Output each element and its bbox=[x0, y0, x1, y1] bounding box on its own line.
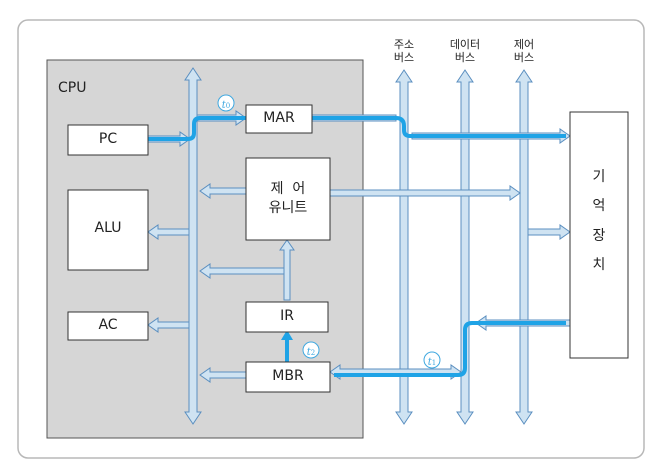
path-t1 bbox=[334, 321, 566, 377]
ir-to-cu-arrow bbox=[279, 239, 295, 301]
t0-text: t0 bbox=[221, 100, 231, 111]
alu-box bbox=[67, 189, 149, 271]
ir-to-bus-arrow bbox=[199, 263, 287, 279]
ac-label: AC bbox=[98, 317, 118, 333]
cu-to-control-bus-arrow bbox=[329, 185, 521, 201]
control-bus-to-memory-arrow bbox=[527, 224, 571, 240]
ac-box bbox=[67, 311, 149, 341]
mar-box bbox=[245, 104, 313, 134]
t1-marker bbox=[423, 351, 441, 369]
address-bus-label: 주소 버스 bbox=[393, 38, 415, 65]
data-bus-line bbox=[456, 69, 474, 425]
alu-label: ALU bbox=[94, 220, 122, 236]
pc-box bbox=[67, 124, 149, 156]
data-bus-label: 데이터 버스 bbox=[449, 38, 481, 65]
t2-marker bbox=[302, 341, 320, 359]
memory-label: 기 억 장 치 bbox=[592, 169, 606, 274]
t1-text: t1 bbox=[427, 357, 437, 368]
mbr-box bbox=[245, 361, 331, 393]
pc-label: PC bbox=[98, 131, 118, 147]
ir-box bbox=[245, 301, 329, 333]
ir-label: IR bbox=[280, 308, 294, 324]
cpu-label: CPU bbox=[58, 80, 87, 96]
control-bus-label: 제어 버스 bbox=[513, 38, 535, 65]
address-bus-line bbox=[395, 69, 413, 425]
bus-to-alu-arrow bbox=[147, 224, 190, 240]
mbr-to-bus-arrow bbox=[199, 367, 247, 383]
t0-marker bbox=[217, 94, 235, 112]
t2-arrowhead bbox=[281, 330, 293, 340]
control-bus-line bbox=[515, 69, 533, 425]
bus-to-ac-arrow bbox=[147, 317, 190, 333]
memory-box bbox=[569, 111, 629, 359]
mbr-label: MBR bbox=[272, 368, 304, 384]
t2-text: t2 bbox=[306, 347, 316, 358]
mar-label: MAR bbox=[263, 110, 295, 126]
control-unit-label: 제 어 유니트 bbox=[268, 181, 308, 216]
control-unit-box bbox=[245, 157, 331, 241]
cu-to-bus-arrow bbox=[199, 183, 247, 199]
cpu-internal-bus bbox=[184, 67, 202, 425]
